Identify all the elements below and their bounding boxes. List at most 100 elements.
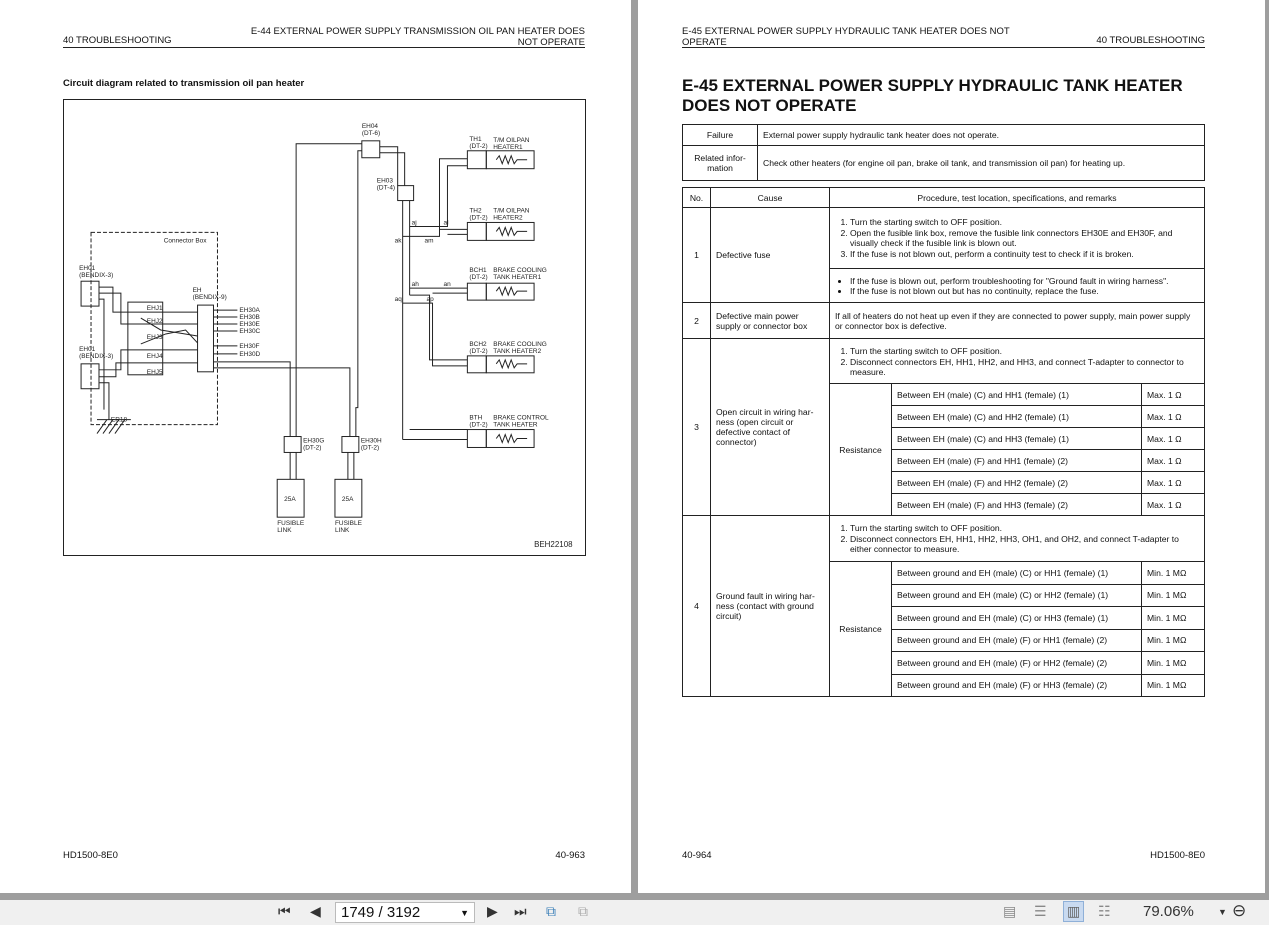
row-no: 1 <box>682 207 711 303</box>
wires <box>80 140 535 518</box>
check-value: Min. 1 MΩ <box>1141 606 1205 630</box>
wire-label: ak <box>395 237 403 244</box>
wire-label: ah <box>412 281 420 288</box>
check-location: Between ground and EH (male) (C) or HH1 … <box>891 561 1142 585</box>
heater-label: BRAKE COOLING <box>493 341 547 348</box>
header-title-line: NOT OPERATE <box>517 37 585 48</box>
eh30e-label: EH30E <box>239 321 260 328</box>
procedure-steps: Turn the starting switch to OFF position… <box>829 338 1205 384</box>
header-rule <box>63 47 585 48</box>
check-value: Max. 1 Ω <box>1141 493 1205 516</box>
fusible-link-label: FUSIBLE <box>335 520 363 527</box>
failure-text: External power supply hydraulic tank hea… <box>757 124 1205 146</box>
wire-label: an <box>443 281 451 288</box>
check-location: Between EH (male) (F) and HH2 (female) (… <box>891 471 1142 494</box>
page-number-input[interactable]: 1749 / 3192 ▼ <box>335 902 475 923</box>
header-title: E-44 EXTERNAL POWER SUPPLY TRANSMISSION … <box>251 26 585 48</box>
wire-label: aj <box>412 219 417 226</box>
related-label: Related infor-mation <box>682 145 758 181</box>
related-text: Check other heaters (for engine oil pan,… <box>757 145 1205 181</box>
first-page-icon[interactable]: ⏮ <box>278 903 291 919</box>
next-view-icon[interactable]: ⧉ <box>578 903 588 919</box>
row-no: 4 <box>682 515 711 697</box>
row-no: 3 <box>682 338 711 516</box>
eh01-type: (BENDIX-3) <box>79 353 113 360</box>
row-cause: Ground fault in wiring har-ness (contact… <box>710 515 830 697</box>
col-header-procedure: Procedure, test location, specifications… <box>829 187 1205 208</box>
check-location: Between ground and EH (male) (C) or HH3 … <box>891 606 1142 630</box>
footer-page-number: 40-963 <box>555 850 585 861</box>
col-header-no: No. <box>682 187 711 208</box>
wire-label: ap <box>427 296 435 303</box>
th2-label: TH2 <box>469 208 482 215</box>
check-value: Min. 1 MΩ <box>1141 673 1205 697</box>
viewer-toolbar: ⏮ ◀ 1749 / 3192▼ ▶ ⏭ ⧉ ⧉ ▤ ☰ ▥ ☷ 79.06% … <box>0 900 1269 925</box>
resistance-label: Resistance <box>829 383 892 516</box>
check-value: Max. 1 Ω <box>1141 383 1205 406</box>
check-value: Max. 1 Ω <box>1141 449 1205 472</box>
single-page-icon[interactable]: ▤ <box>1003 903 1017 919</box>
check-location: Between ground and EH (male) (F) or HH2 … <box>891 651 1142 675</box>
ehj2-label: EHJ2 <box>147 318 163 325</box>
check-value: Min. 1 MΩ <box>1141 561 1205 585</box>
resistance-label: Resistance <box>829 561 892 697</box>
step: Turn the starting switch to OFF position… <box>850 346 1199 356</box>
bch1-label: BCH1 <box>469 267 487 274</box>
row-cause: Defective fuse <box>710 207 830 303</box>
row-no: 2 <box>682 302 711 339</box>
zoom-level[interactable]: 79.06% <box>1143 903 1194 920</box>
row-cause: Defective main power supply or connector… <box>710 302 830 339</box>
heater-label: BRAKE CONTROL <box>493 415 549 422</box>
heater-label: TANK HEATER <box>493 422 538 429</box>
eh30g-label: EH30G <box>303 437 324 444</box>
check-value: Max. 1 Ω <box>1141 427 1205 450</box>
step: Disconnect connectors EH, HH1, HH2, HH3,… <box>850 534 1199 554</box>
bch1-type: (DT-2) <box>469 274 487 281</box>
previous-view-icon[interactable]: ⧉ <box>546 903 556 919</box>
th2-type: (DT-2) <box>469 214 487 221</box>
eh01-label: EH01 <box>79 346 96 353</box>
connector-box-label: Connector Box <box>164 237 208 244</box>
continuous-facing-icon[interactable]: ☷ <box>1098 903 1111 919</box>
header-title: E-45 EXTERNAL POWER SUPPLY HYDRAULIC TAN… <box>682 26 1010 48</box>
header-title-line: OPERATE <box>682 37 727 48</box>
header-title-line: E-44 EXTERNAL POWER SUPPLY TRANSMISSION … <box>250 26 585 37</box>
bch2-label: BCH2 <box>469 341 487 348</box>
zoom-out-icon[interactable]: ⊖ <box>1232 901 1247 920</box>
facing-pages-icon[interactable]: ▥ <box>1063 901 1085 922</box>
wire-label: am <box>425 237 434 244</box>
remark: If the fuse is not blown out but has no … <box>850 286 1199 296</box>
heater-label: TANK HEATER2 <box>493 348 541 355</box>
check-location: Between EH (male) (C) and HH1 (female) (… <box>891 383 1142 406</box>
last-page-icon[interactable]: ⏭ <box>514 903 527 919</box>
eh30h-label: EH30H <box>361 437 382 444</box>
continuous-page-icon[interactable]: ☰ <box>1034 903 1047 919</box>
page-number-value: 1749 / 3192 <box>341 904 421 921</box>
left-page: 40 TROUBLESHOOTING E-44 EXTERNAL POWER S… <box>0 0 631 893</box>
check-location: Between EH (male) (C) and HH3 (female) (… <box>891 427 1142 450</box>
row-cause: Open circuit in wiring har-ness (open ci… <box>710 338 830 516</box>
check-location: Between EH (male) (F) and HH3 (female) (… <box>891 493 1142 516</box>
eh01-label: EH01 <box>79 265 96 272</box>
previous-page-icon[interactable]: ◀ <box>310 903 321 919</box>
troubleshooting-table: No. Cause Procedure, test location, spec… <box>682 187 1205 697</box>
chevron-down-icon[interactable]: ▼ <box>460 908 469 918</box>
er18-label: ER18 <box>111 417 128 424</box>
page-title-line: E-45 EXTERNAL POWER SUPPLY HYDRAULIC TAN… <box>682 76 1183 95</box>
header-rule <box>682 47 1205 48</box>
eh30a-label: EH30A <box>239 307 260 314</box>
step: Turn the starting switch to OFF position… <box>850 217 1199 227</box>
zoom-dropdown-icon[interactable]: ▼ <box>1218 907 1227 917</box>
bth-label: BTH <box>469 415 482 422</box>
th1-label: TH1 <box>469 136 482 143</box>
eh30b-label: EH30B <box>239 314 259 321</box>
heater-label: T/M OILPAN <box>493 137 530 144</box>
step: Open the fusible link box, remove the fu… <box>850 228 1199 248</box>
step: Disconnect connectors EH, HH1, HH2, and … <box>850 357 1199 377</box>
header-title-line: E-45 EXTERNAL POWER SUPPLY HYDRAULIC TAN… <box>682 26 1010 37</box>
eh01-type: (BENDIX-3) <box>79 272 113 279</box>
procedure-steps: Turn the starting switch to OFF position… <box>829 515 1205 562</box>
next-page-icon[interactable]: ▶ <box>487 903 498 919</box>
footer-page-number: 40-964 <box>682 850 712 861</box>
fusible-link-label: LINK <box>277 527 292 534</box>
